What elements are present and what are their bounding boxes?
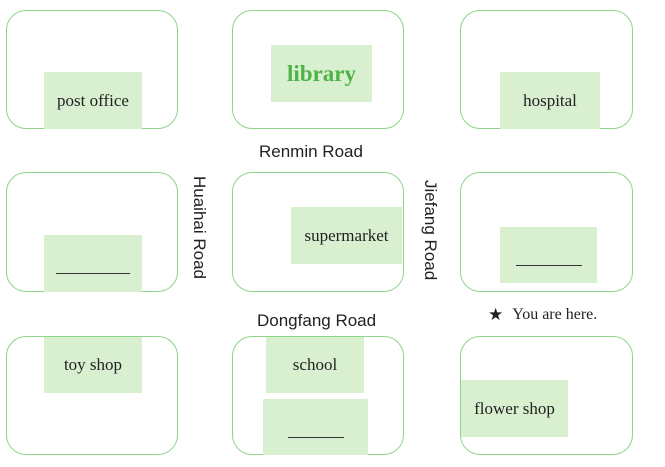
label-flower-shop: flower shop	[461, 380, 568, 437]
post-office-text: post office	[57, 90, 129, 110]
toy-shop-text: toy shop	[63, 355, 123, 374]
blank-line-right	[515, 264, 582, 266]
label-library: library	[271, 45, 372, 102]
hospital-text: hospital	[523, 90, 577, 110]
flower-shop-text: flower shop	[474, 398, 555, 418]
school-text: school	[292, 355, 338, 374]
road-jiefang: Jiefang Road	[421, 180, 440, 281]
legend-text: You are here.	[512, 306, 598, 323]
label-blank-right	[500, 227, 597, 283]
you-are-here-legend: ★ You are here.	[488, 305, 597, 325]
label-blank-left	[44, 235, 142, 292]
label-hospital: hospital	[500, 72, 600, 129]
label-supermarket: supermarket	[291, 207, 402, 264]
road-renmin: Renmin Road	[259, 142, 363, 161]
blank-line-left	[56, 273, 130, 274]
label-blank-bottom	[263, 399, 368, 455]
label-school: school	[266, 337, 364, 393]
star-icon: ★	[488, 305, 504, 325]
supermarket-text: supermarket	[304, 225, 389, 245]
road-dongfang: Dongfang Road	[257, 311, 377, 330]
library-text: library	[287, 60, 356, 86]
label-post-office: post office	[44, 72, 142, 129]
road-huaihai: Huaihai Road	[190, 176, 209, 280]
blank-line-bottom	[287, 436, 344, 438]
label-toy-shop: toy shop	[44, 337, 142, 393]
